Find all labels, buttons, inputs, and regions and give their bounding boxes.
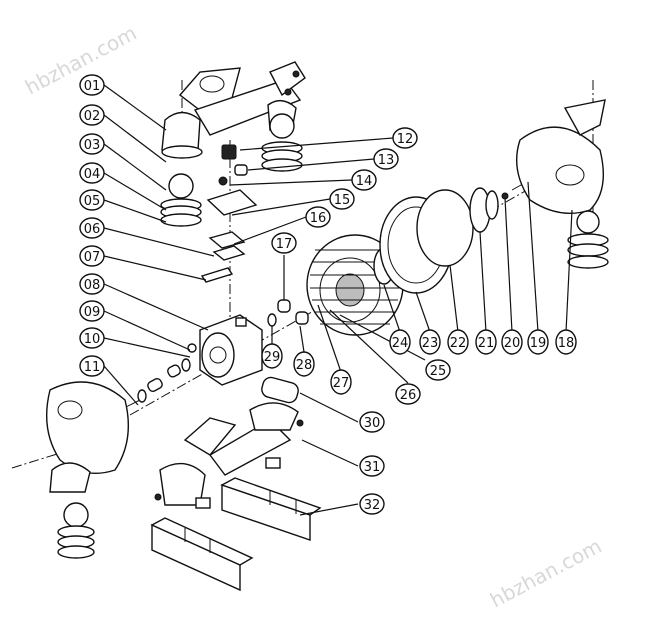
callout-22: 22 (447, 329, 469, 355)
center-small-parts (200, 144, 258, 283)
right-top-ball-valve-stack (261, 113, 303, 172)
svg-text:08: 08 (84, 278, 101, 293)
svg-text:02: 02 (84, 109, 101, 124)
svg-text:29: 29 (264, 350, 281, 365)
svg-text:05: 05 (84, 194, 101, 209)
svg-text:32: 32 (364, 498, 381, 513)
svg-text:13: 13 (378, 153, 395, 168)
callout-15: 15 (329, 188, 355, 210)
watermark-bottom: hbzhan.com (486, 534, 605, 613)
callout-13: 13 (373, 148, 399, 170)
callout-16: 16 (305, 206, 331, 228)
callout-25: 25 (425, 359, 451, 381)
svg-text:03: 03 (84, 138, 101, 153)
callout-32: 32 (359, 493, 385, 515)
callout-31: 31 (359, 455, 385, 477)
svg-text:25: 25 (430, 364, 447, 379)
svg-text:22: 22 (450, 336, 467, 351)
callout-17: 17 (271, 232, 297, 254)
callout-07: 07 (79, 245, 105, 267)
bottom-manifold (154, 376, 304, 509)
callout-11: 11 (79, 355, 105, 377)
callout-12: 12 (392, 127, 418, 149)
callout-10: 10 (79, 327, 105, 349)
callout-20: 20 (501, 329, 523, 355)
svg-text:09: 09 (84, 305, 101, 320)
mounting-feet (150, 477, 322, 592)
callout-03: 03 (79, 133, 105, 155)
svg-text:15: 15 (334, 193, 351, 208)
callout-26: 26 (395, 383, 421, 405)
svg-text:06: 06 (84, 222, 101, 237)
callout-29: 29 (261, 343, 283, 369)
svg-text:23: 23 (422, 336, 439, 351)
svg-text:17: 17 (276, 237, 293, 252)
svg-text:14: 14 (356, 174, 373, 189)
left-shaft-parts (119, 358, 191, 411)
callout-01: 01 (79, 74, 105, 96)
svg-text:16: 16 (310, 211, 327, 226)
callout-27: 27 (330, 369, 352, 395)
svg-text:07: 07 (84, 250, 101, 265)
callout-labels: 01 02 03 04 05 06 07 08 09 10 11 12 13 1… (79, 74, 577, 515)
callout-24: 24 (389, 329, 411, 355)
callout-06: 06 (79, 217, 105, 239)
callout-28: 28 (293, 351, 315, 377)
svg-text:04: 04 (84, 167, 101, 182)
svg-text:18: 18 (558, 336, 575, 351)
callout-19: 19 (527, 329, 549, 355)
svg-text:11: 11 (84, 360, 101, 375)
svg-text:28: 28 (296, 358, 313, 373)
callout-09: 09 (79, 300, 105, 322)
callout-02: 02 (79, 104, 105, 126)
svg-text:20: 20 (504, 336, 521, 351)
callout-21: 21 (475, 329, 497, 355)
callout-04: 04 (79, 162, 105, 184)
svg-text:26: 26 (400, 388, 417, 403)
left-ball-valve-stack (160, 173, 202, 227)
callout-23: 23 (419, 329, 441, 355)
svg-text:01: 01 (84, 79, 101, 94)
svg-text:21: 21 (478, 336, 495, 351)
svg-text:31: 31 (364, 460, 381, 475)
watermarks: hbzhan.com hbzhan.com (21, 21, 605, 613)
svg-text:27: 27 (333, 376, 350, 391)
callout-30: 30 (359, 411, 385, 433)
svg-text:19: 19 (530, 336, 547, 351)
leader-lines (103, 84, 573, 516)
svg-text:24: 24 (392, 336, 409, 351)
right-end-cover (515, 99, 609, 269)
left-end-cover (45, 381, 130, 559)
svg-text:10: 10 (84, 332, 101, 347)
callout-08: 08 (79, 273, 105, 295)
callout-18: 18 (555, 329, 577, 355)
diaphragm-discs (373, 179, 531, 294)
callout-14: 14 (351, 169, 377, 191)
callout-05: 05 (79, 189, 105, 211)
svg-text:30: 30 (364, 416, 381, 431)
svg-text:12: 12 (397, 132, 414, 147)
